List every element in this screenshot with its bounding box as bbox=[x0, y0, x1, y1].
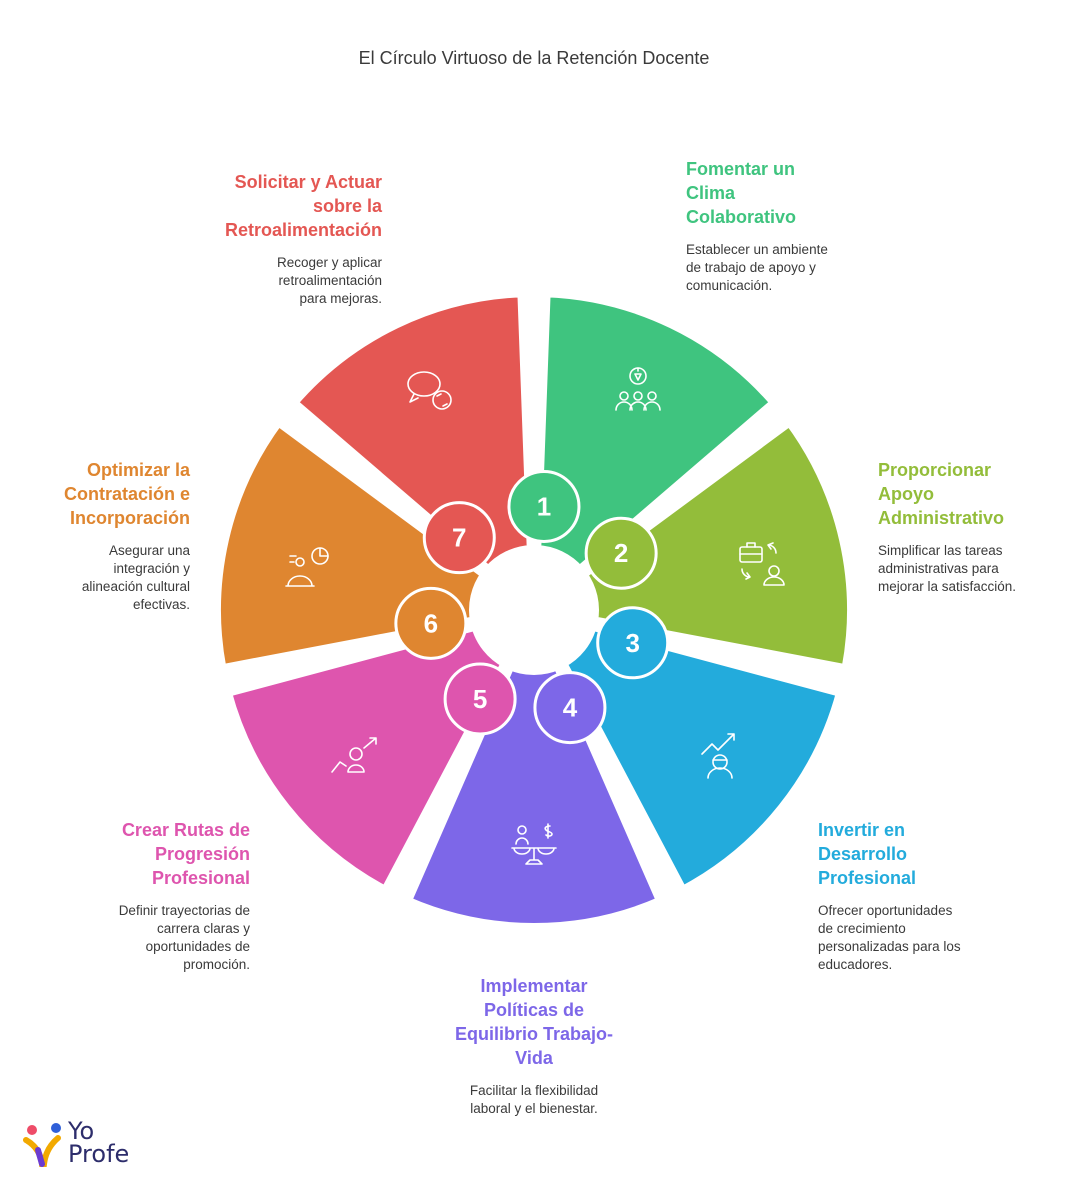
segment-7 bbox=[287, 287, 537, 576]
logo-line-2: Profe bbox=[68, 1140, 130, 1168]
step-marker-circle-1 bbox=[507, 469, 581, 543]
step-1-description: Establecer un ambiente de trabajo de apo… bbox=[686, 242, 828, 293]
step-7-text: Solicitar y Actuar sobre la Retroaliment… bbox=[192, 170, 382, 308]
segment-2 bbox=[577, 415, 857, 675]
step-6-text: Optimizar la Contratación e Incorporació… bbox=[40, 458, 190, 614]
step-7-heading: Solicitar y Actuar sobre la Retroaliment… bbox=[224, 172, 382, 240]
step-marker-1: 1 bbox=[507, 469, 581, 543]
feedback-chat-icon bbox=[407, 371, 452, 410]
person-growth-icon bbox=[701, 733, 735, 779]
step-marker-circle-6 bbox=[394, 586, 468, 660]
step-4-text: Implementar Políticas de Equilibrio Trab… bbox=[452, 974, 616, 1118]
team-network-icon bbox=[615, 367, 661, 411]
step-1-heading: Fomentar un Clima Colaborativo bbox=[686, 159, 797, 227]
step-marker-5: 5 bbox=[443, 662, 517, 736]
step-marker-circle-7 bbox=[422, 501, 496, 575]
step-marker-4: 4 bbox=[533, 671, 607, 745]
step-6-description: Asegurar una integración y alineación cu… bbox=[81, 543, 190, 612]
logo-line-1: Yo bbox=[68, 1117, 95, 1145]
step-marker-3: 3 bbox=[596, 606, 670, 680]
step-marker-2: 2 bbox=[584, 516, 658, 590]
step-6-heading: Optimizar la Contratación e Incorporació… bbox=[63, 460, 190, 528]
step-3-text: Invertir en Desarrollo Profesional Ofrec… bbox=[818, 818, 968, 974]
yo-profe-logo-text: Yo Profe bbox=[68, 1117, 130, 1168]
step-2-description: Simplificar las tareas administrativas p… bbox=[878, 543, 1017, 594]
balance-scale-icon bbox=[511, 823, 557, 865]
step-marker-circle-3 bbox=[596, 606, 670, 680]
step-number-1: 1 bbox=[537, 491, 551, 521]
segment-3 bbox=[556, 620, 847, 897]
step-number-3: 3 bbox=[625, 628, 639, 658]
step-5-heading: Crear Rutas de Progresión Profesional bbox=[121, 820, 250, 888]
yo-profe-logo-icon bbox=[23, 1123, 61, 1167]
step-number-2: 2 bbox=[614, 538, 628, 568]
step-number-4: 4 bbox=[563, 693, 578, 723]
step-4-description: Facilitar la flexibilidad laboral y el b… bbox=[469, 1083, 599, 1116]
step-number-7: 7 bbox=[452, 523, 466, 553]
step-5-text: Crear Rutas de Progresión Profesional De… bbox=[110, 818, 250, 974]
page-title: El Círculo Virtuoso de la Retención Doce… bbox=[358, 48, 710, 68]
step-marker-7: 7 bbox=[422, 501, 496, 575]
step-1-text: Fomentar un Clima Colaborativo Establece… bbox=[686, 157, 836, 295]
step-marker-circle-4 bbox=[533, 671, 607, 745]
step-4-heading: Implementar Políticas de Equilibrio Trab… bbox=[454, 976, 613, 1068]
career-path-icon bbox=[331, 737, 377, 773]
step-5-description: Definir trayectorias de carrera claras y… bbox=[118, 903, 250, 972]
segment-4 bbox=[401, 659, 667, 933]
segment-1 bbox=[531, 287, 781, 576]
step-3-description: Ofrecer oportunidades de crecimiento per… bbox=[818, 903, 961, 972]
step-number-5: 5 bbox=[473, 684, 487, 714]
step-3-heading: Invertir en Desarrollo Profesional bbox=[818, 820, 917, 888]
step-2-heading: Proporcionar Apoyo Administrativo bbox=[878, 460, 1005, 528]
segment-5 bbox=[221, 620, 512, 897]
step-7-description: Recoger y aplicar retroalimentación para… bbox=[276, 255, 382, 306]
step-2-text: Proporcionar Apoyo Administrativo Simpli… bbox=[878, 458, 1048, 596]
step-marker-6: 6 bbox=[394, 586, 468, 660]
onboarding-person-icon bbox=[285, 547, 329, 587]
step-number-6: 6 bbox=[424, 608, 438, 638]
briefcase-person-icon bbox=[739, 542, 785, 586]
step-marker-circle-2 bbox=[584, 516, 658, 590]
step-marker-circle-5 bbox=[443, 662, 517, 736]
